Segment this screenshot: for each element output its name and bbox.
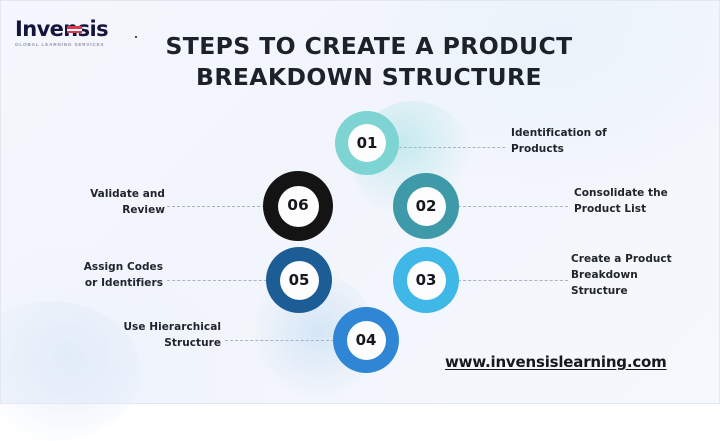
brand-logo[interactable]: Invensis Global Learning Services [15,17,137,47]
step-circle-06[interactable]: 06 [263,171,333,241]
step-circle-04[interactable]: 04 [333,307,399,373]
step-label-06-line-1: Validate and [90,188,165,200]
step-label-05: Assign Codes or Identifiers [19,260,163,292]
step-circle-01[interactable]: 01 [335,111,399,175]
step-label-05-line-2: or Identifiers [84,276,163,289]
step-label-02: Consolidate the Product List [574,186,719,218]
step-label-03: Create a Product Breakdown Structure [571,252,720,299]
step-label-05-line-1: Assign Codes [83,261,163,273]
step-number-06: 06 [287,196,309,215]
step-label-04-line-1: Use Hierarchical [123,321,221,333]
step-number-01: 01 [356,133,378,152]
step-circle-02[interactable]: 02 [393,173,459,239]
step-label-03-line-3: Structure [571,284,628,297]
connector-step-06 [167,206,265,207]
step-circle-03[interactable]: 03 [393,247,459,313]
connector-step-03 [458,280,568,281]
step-label-06: Validate and Review [23,187,165,219]
connector-step-01 [399,147,505,148]
logo-wordmark: Invensis [15,17,137,41]
step-circle-04-inner: 04 [346,320,386,360]
page-title-line-2: BREAKDOWN STRUCTURE [196,63,542,92]
step-label-04-line-2: Structure [164,336,221,349]
step-label-02-line-1: Consolidate the [574,187,668,199]
step-circle-02-inner: 02 [406,186,446,226]
step-circle-05-inner: 05 [279,260,319,300]
step-circle-05[interactable]: 05 [266,247,332,313]
step-label-04: Use Hierarchical Structure [59,320,221,352]
step-number-02: 02 [415,196,437,215]
step-number-05: 05 [288,270,310,289]
page-title: STEPS TO CREATE A PRODUCT BREAKDOWN STRU… [149,31,589,94]
step-label-01-line-1: Identification of [511,127,607,139]
connector-step-04 [225,340,334,341]
step-label-06-line-2: Review [122,203,165,216]
page-title-line-1: STEPS TO CREATE A PRODUCT [165,32,573,60]
step-label-01-line-2: Products [511,142,564,155]
step-label-01: Identification of Products [511,126,701,158]
website-url-link[interactable]: www.invensislearning.com [445,353,667,371]
step-circle-01-inner: 01 [348,124,386,162]
step-circle-03-inner: 03 [406,260,446,300]
logo-wordmark-text: Invensis [15,17,109,41]
step-circle-06-inner: 06 [277,185,319,227]
logo-tagline: Global Learning Services [15,42,105,47]
step-number-04: 04 [355,330,377,349]
connector-step-05 [167,280,272,281]
logo-dot-icon [134,35,137,38]
step-label-03-line-1: Create a Product [571,253,672,265]
step-label-03-line-2: Breakdown [571,268,638,281]
step-label-02-line-2: Product List [574,202,647,215]
logo-accent-bar-icon [67,26,82,33]
step-number-03: 03 [415,270,437,289]
connector-step-02 [458,206,568,207]
